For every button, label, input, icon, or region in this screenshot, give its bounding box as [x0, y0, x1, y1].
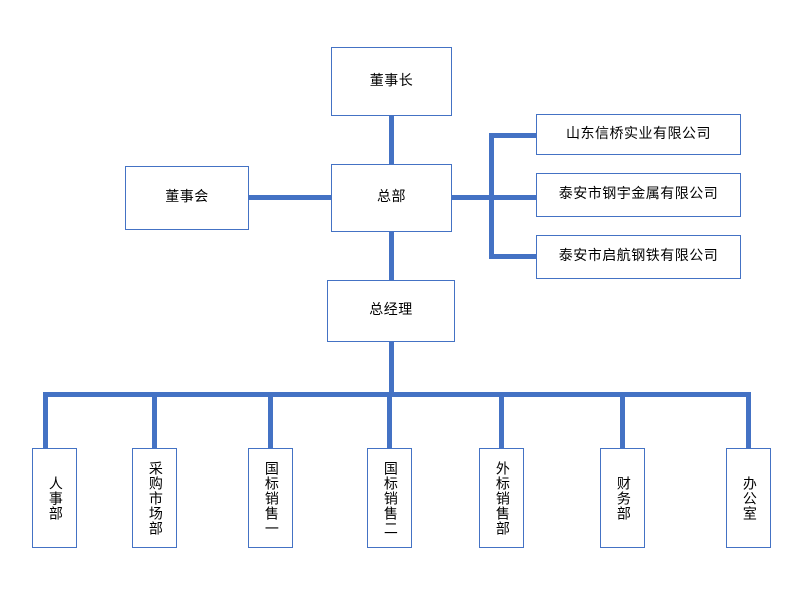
node-department-3[interactable]: 国标销售一 [248, 448, 293, 548]
node-headquarters[interactable]: 总部 [331, 164, 452, 232]
node-subsidiary-2-label: 泰安市钢宇金属有限公司 [558, 186, 719, 203]
connector-department-bus [43, 392, 751, 397]
connector-subsidiary-branch-3 [489, 254, 538, 259]
connector-chairman-to-headquarters [389, 116, 394, 166]
node-subsidiary-1[interactable]: 山东信桥实业有限公司 [536, 114, 741, 155]
node-general-manager[interactable]: 总经理 [327, 280, 455, 342]
node-department-2[interactable]: 采购市场部 [132, 448, 177, 548]
connector-bus-to-department-6 [620, 392, 625, 448]
node-department-3-label: 国标销售一 [262, 460, 279, 536]
node-board-of-directors[interactable]: 董事会 [125, 166, 249, 230]
node-department-4-label: 国标销售二 [381, 460, 398, 536]
node-department-4[interactable]: 国标销售二 [367, 448, 412, 548]
node-department-5-label: 外标销售部 [493, 460, 510, 536]
connector-bus-to-department-1 [43, 392, 48, 448]
node-department-7[interactable]: 办公室 [726, 448, 771, 548]
node-department-2-label: 采购市场部 [146, 460, 163, 536]
node-department-1-label: 人事部 [46, 475, 63, 521]
node-chairman-label: 董事长 [369, 72, 414, 89]
node-subsidiary-1-label: 山东信桥实业有限公司 [566, 125, 711, 142]
node-department-6[interactable]: 财务部 [600, 448, 645, 548]
connector-bus-to-department-4 [387, 392, 392, 448]
connector-general-manager-to-bus [389, 342, 394, 397]
connector-subsidiary-branch-2 [489, 195, 538, 200]
node-department-7-label: 办公室 [740, 475, 757, 521]
connector-board-to-headquarters [247, 195, 333, 200]
node-board-of-directors-label: 董事会 [165, 189, 209, 206]
node-general-manager-label: 总经理 [369, 302, 413, 319]
node-subsidiary-2[interactable]: 泰安市钢宇金属有限公司 [536, 173, 741, 217]
node-subsidiary-3[interactable]: 泰安市启航钢铁有限公司 [536, 235, 741, 279]
node-subsidiary-3-label: 泰安市启航钢铁有限公司 [558, 248, 719, 265]
connector-bus-to-department-3 [268, 392, 273, 448]
connector-bus-to-department-7 [746, 392, 751, 448]
connector-headquarters-to-general-manager [389, 230, 394, 280]
connector-headquarters-to-subsidiary-trunk [450, 195, 494, 200]
connector-bus-to-department-5 [499, 392, 504, 448]
connector-bus-to-department-2 [152, 392, 157, 448]
node-department-6-label: 财务部 [614, 475, 631, 521]
node-department-1[interactable]: 人事部 [32, 448, 77, 548]
node-department-5[interactable]: 外标销售部 [479, 448, 524, 548]
node-headquarters-label: 总部 [377, 189, 406, 206]
node-chairman[interactable]: 董事长 [331, 47, 452, 116]
connector-subsidiary-branch-1 [489, 133, 538, 138]
